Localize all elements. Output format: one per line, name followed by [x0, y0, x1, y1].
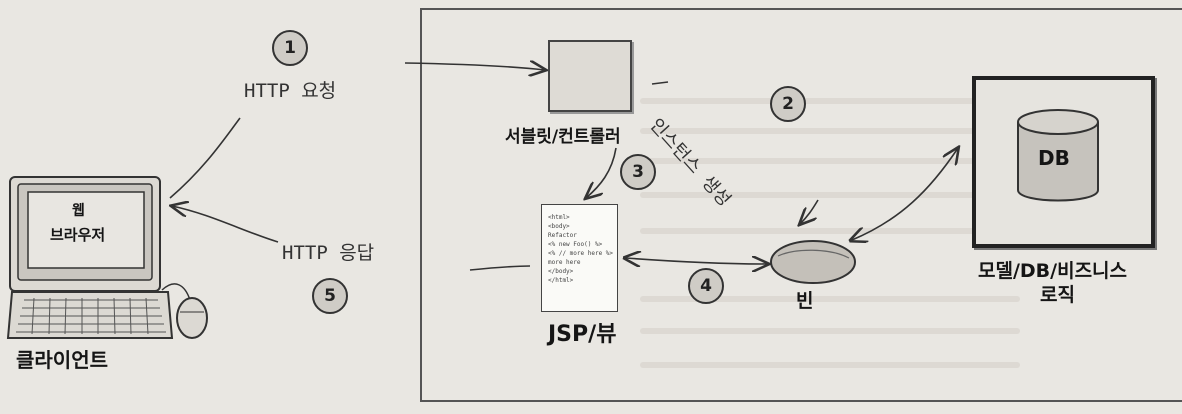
step-5-badge: 5: [312, 278, 348, 314]
background-text-line: [640, 192, 1020, 198]
request-arrow: [404, 63, 545, 70]
response-arrow: [172, 206, 279, 243]
http-request-label: HTTP 요청: [244, 80, 337, 102]
step-2-badge: 2: [770, 86, 806, 122]
bean-db-arrow: [852, 148, 958, 240]
model-label-line2: 로직: [1040, 284, 1075, 306]
step-3-badge: 3: [620, 154, 656, 190]
request-line: [169, 117, 241, 199]
step-1-badge: 1: [272, 30, 308, 66]
client-label: 클라이언트: [16, 348, 108, 372]
background-text-line: [640, 128, 1020, 134]
jsp-code-line: Refactor: [548, 232, 577, 239]
jsp-code-line: <% // more here %>: [548, 250, 614, 257]
keyboard-icon: [6, 291, 174, 339]
browser-label-line2: 브라우저: [50, 226, 106, 244]
servlet-box-icon: [548, 40, 632, 112]
background-text-line: [640, 362, 1020, 368]
jsp-code-line: <body>: [548, 223, 570, 230]
browser-label-line1: 웹: [72, 203, 85, 219]
background-text-line: [640, 228, 1020, 234]
response-line: [469, 265, 531, 271]
bean-icon: [770, 240, 856, 284]
forward-arrow: [586, 147, 617, 198]
jsp-code-line: <html>: [548, 214, 570, 221]
servlet-controller-label: 서블릿/컨트롤러: [505, 127, 621, 147]
jsp-view-label: JSP/뷰: [548, 322, 617, 347]
jsp-code-line: more here: [548, 259, 581, 266]
background-text-line: [640, 98, 1020, 104]
step-4-badge: 4: [688, 268, 724, 304]
background-text-line: [640, 158, 1020, 164]
mouse-icon: [161, 283, 208, 339]
jsp-document-icon: <html> <body> Refactor <% new Foo() %> <…: [541, 204, 618, 312]
background-text-line: [640, 296, 1020, 302]
computer-monitor-icon: [9, 176, 161, 292]
jsp-code-line: </body>: [548, 268, 574, 275]
model-label-line1: 모델/DB/비즈니스: [978, 260, 1128, 282]
bean-label: 빈: [796, 290, 814, 312]
create-instance-arrow: [800, 199, 819, 224]
jsp-code-line: <% new Foo() %>: [548, 241, 603, 248]
http-response-label: HTTP 응답: [282, 242, 375, 264]
server-boundary-box: [420, 8, 1182, 402]
jsp-code-line: </html>: [548, 277, 574, 284]
jsp-bean-arrow: [626, 258, 768, 264]
background-text-line: [640, 328, 1020, 334]
create-instance-dash: [651, 81, 669, 85]
db-label: DB: [1038, 146, 1070, 170]
